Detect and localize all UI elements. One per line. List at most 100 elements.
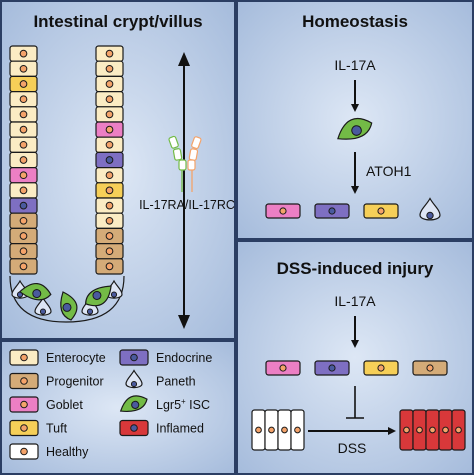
crypt-cell-enterocyte (95, 90, 124, 108)
homeostasis-paneth-cell (419, 197, 441, 221)
crypt-cell-enterocyte (95, 167, 124, 184)
crypt-cell-progenitor (9, 243, 38, 260)
injury-title: DSS-induced injury (277, 259, 434, 278)
crypt-cell-progenitor (9, 212, 38, 229)
crypt-base (9, 275, 125, 323)
crypt-title: Intestinal crypt/villus (33, 12, 202, 31)
crypt-cell-progenitor (95, 227, 124, 245)
crypt-cell-progenitor (9, 258, 38, 275)
legend-label-paneth: Paneth (156, 375, 196, 389)
crypt-paneth-cell (34, 296, 52, 316)
crypt-left-column (9, 45, 38, 275)
injury-cell-row (265, 360, 448, 376)
crypt-cell-enterocyte (9, 136, 38, 153)
crypt-cell-goblet (9, 167, 38, 184)
legend-swatch-tuft (9, 419, 39, 437)
legend-item-paneth: Paneth (125, 369, 196, 389)
legend-label-endocrine: Endocrine (156, 351, 212, 365)
legend-swatch-enterocyte (9, 349, 39, 366)
crypt-cell-tuft (95, 182, 124, 199)
legend-item-tuft: Tuft (9, 419, 68, 437)
receptor-icon (168, 135, 202, 192)
legend-swatch-endocrine (119, 349, 149, 366)
homeostasis-lgr5-cell (337, 118, 373, 140)
crypt-cell-enterocyte (9, 106, 38, 123)
homeostasis-title: Homeostasis (302, 12, 408, 31)
injury-progenitor-cell (412, 360, 448, 376)
legend-item-enterocyte: Enterocyte (9, 349, 106, 366)
legend-swatch-inflamed (119, 419, 149, 437)
crypt-cell-tuft (9, 75, 38, 93)
arrow-head-down (178, 315, 190, 329)
legend-item-endocrine: Endocrine (119, 349, 212, 366)
inflamed-cell (451, 409, 466, 451)
crypt-cell-endocrine (95, 151, 124, 169)
crypt-cell-enterocyte (95, 45, 124, 62)
inflamed-cell (425, 409, 440, 451)
inflamed-cell-block (399, 409, 466, 451)
dss-label: DSS (338, 440, 367, 456)
legend-swatch-paneth (125, 369, 143, 389)
crypt-cell-enterocyte (95, 75, 124, 93)
legend-item-lgr5: Lgr5+ ISC (119, 395, 210, 413)
crypt-cell-enterocyte (9, 45, 38, 62)
homeostasis-cell-row (265, 197, 441, 221)
crypt-cell-progenitor (95, 258, 124, 275)
homeostasis-cytokine-label: IL-17A (334, 57, 376, 73)
healthy-cell (290, 409, 305, 451)
crypt-lgr5-cell (18, 283, 52, 301)
crypt-cell-goblet (95, 121, 124, 138)
crypt-cell-enterocyte (9, 60, 38, 78)
homeostasis-goblet-cell (265, 203, 301, 219)
legend-swatch-progenitor (9, 372, 39, 390)
crypt-cell-enterocyte (95, 136, 124, 153)
homeostasis-endocrine-cell (314, 203, 350, 219)
legend-label-lgr5: Lgr5+ ISC (156, 397, 210, 412)
legend-swatch-goblet (9, 396, 39, 413)
crypt-lgr5-cell (85, 285, 112, 307)
crypt-cell-enterocyte (95, 197, 124, 214)
injury-cytokine-label: IL-17A (334, 293, 376, 309)
crypt-cell-progenitor (9, 227, 38, 245)
inflamed-cell (438, 409, 453, 451)
legend-panel (2, 342, 234, 473)
crypt-cell-enterocyte (9, 121, 38, 138)
legend-item-progenitor: Progenitor (9, 372, 104, 390)
arrow-head-up (178, 52, 190, 66)
injury-tuft-cell (363, 360, 399, 376)
healthy-cell (264, 409, 279, 451)
healthy-cell-block (251, 409, 305, 451)
crypt-lgr5-cell (60, 291, 78, 321)
healthy-cell (277, 409, 292, 451)
legend-label-inflamed: Inflamed (156, 422, 204, 436)
crypt-cell-progenitor (95, 243, 124, 260)
crypt-cell-enterocyte (95, 60, 124, 78)
injury-goblet-cell (265, 360, 301, 376)
injury-endocrine-cell (314, 360, 350, 376)
legend-item-healthy: Healthy (9, 443, 89, 460)
legend-swatch-lgr5 (119, 395, 148, 413)
healthy-cell (251, 409, 266, 451)
crypt-base-outline (9, 275, 125, 323)
homeostasis-lgr5-cell (337, 118, 373, 140)
crypt-cell-enterocyte (9, 182, 38, 199)
inflamed-cell (399, 409, 414, 451)
legend-label-healthy: Healthy (46, 445, 89, 459)
crypt-cell-enterocyte (95, 212, 124, 229)
crypt-cell-enterocyte (9, 151, 38, 169)
homeostasis-tuft-cell (363, 203, 399, 219)
legend-item-goblet: Goblet (9, 396, 83, 413)
inflamed-cell (412, 409, 427, 451)
legend-label-goblet: Goblet (46, 398, 83, 412)
legend-label-enterocyte: Enterocyte (46, 351, 106, 365)
crypt-right-column (95, 45, 124, 275)
legend-swatch-healthy (9, 443, 39, 460)
crypt-cell-enterocyte (95, 106, 124, 123)
legend-label-tuft: Tuft (46, 422, 68, 436)
crypt-cell-endocrine (9, 197, 38, 214)
legend-label-progenitor: Progenitor (46, 375, 104, 389)
atoh1-label: ATOH1 (366, 163, 412, 179)
